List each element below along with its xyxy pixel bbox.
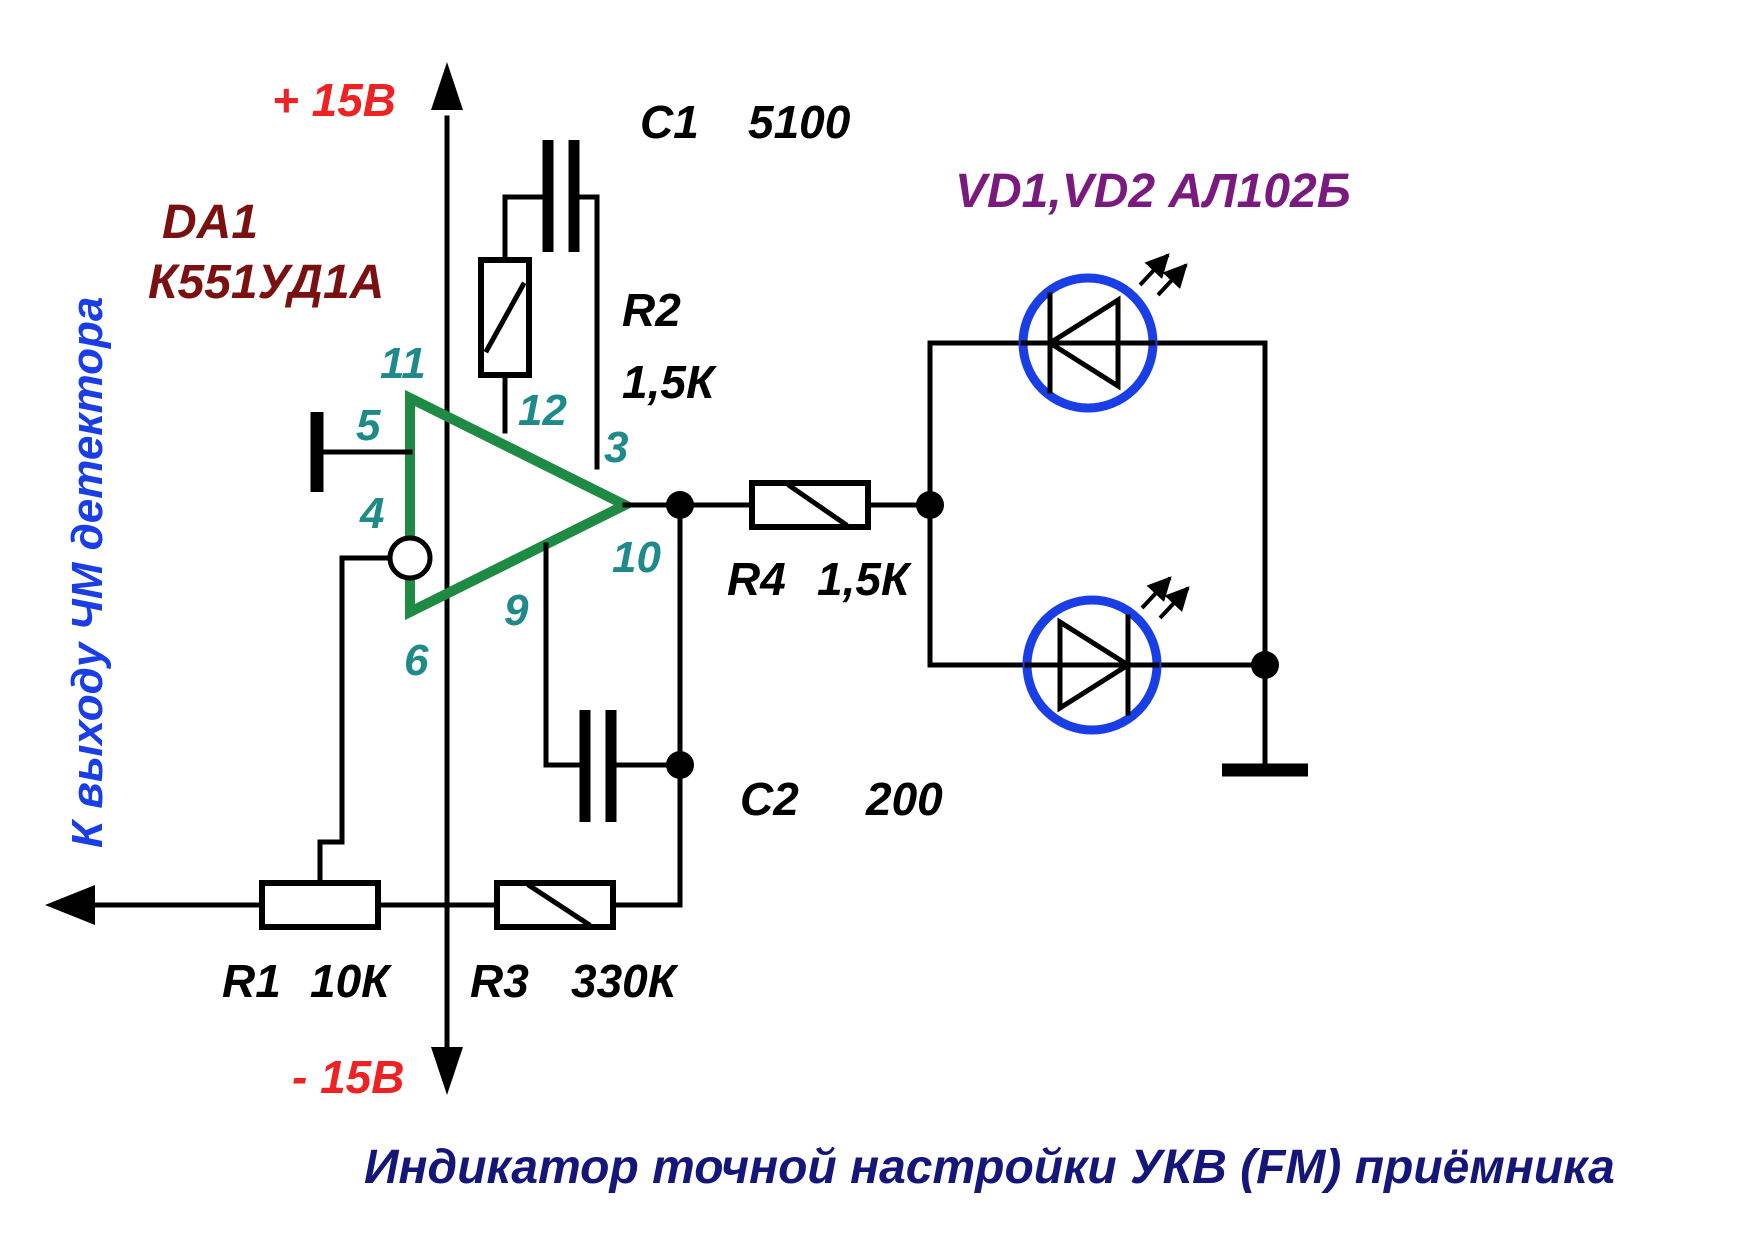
vd2-led-icon — [1022, 576, 1190, 735]
opamp-type: К551УД1А — [148, 256, 384, 309]
r1-ref: R1 — [222, 955, 281, 1007]
opamp-ref: DA1 — [162, 196, 258, 249]
pin-11: 11 — [380, 339, 426, 388]
r4-ref: R4 — [727, 553, 786, 605]
c1-capacitor-icon — [542, 140, 600, 252]
plus-supply-arrow-icon — [431, 62, 463, 110]
input-line — [45, 502, 683, 925]
r1-value: 10К — [310, 955, 392, 1007]
input-side-label: К выходу ЧМ детектора — [63, 297, 112, 848]
r2-value: 1,5К — [622, 356, 717, 408]
pin-12: 12 — [518, 386, 567, 435]
schematic-caption: Индикатор точной настройки УКВ (FM) приё… — [364, 1141, 1615, 1194]
c1-label: C1 5100 — [640, 96, 851, 148]
minus-supply-label: - 15В — [292, 1051, 404, 1103]
supply-rail — [431, 62, 463, 1095]
r3-ref: R3 — [470, 955, 529, 1007]
input-arrow-icon — [45, 885, 95, 925]
r1-label: R1 10К — [222, 955, 392, 1007]
c2-label: C2 200 — [740, 773, 943, 825]
c2-value: 200 — [865, 773, 943, 825]
pin-4: 4 — [359, 489, 384, 538]
r3-label: R3 330К — [470, 955, 679, 1007]
r4-resistor-icon — [677, 480, 933, 530]
r3-value: 330К — [571, 955, 679, 1007]
pin-6: 6 — [404, 636, 429, 685]
pin-3: 3 — [604, 423, 628, 472]
r4-label: R4 1,5К — [727, 553, 912, 605]
c2-capacitor-icon — [579, 710, 683, 822]
r2-resistor-icon — [478, 194, 546, 378]
r2-ref: R2 — [622, 284, 681, 336]
leds-label: VD1,VD2 АЛ102Б — [955, 165, 1351, 218]
minus-supply-arrow-icon — [431, 1047, 463, 1095]
c2-ref: C2 — [740, 773, 799, 825]
c1-ref: C1 — [640, 96, 699, 148]
junction-c2 — [666, 751, 694, 779]
r1-resistor-icon — [259, 555, 390, 930]
r3-resistor-icon — [494, 880, 616, 930]
pin-10: 10 — [612, 533, 661, 582]
junction-led-right — [1251, 651, 1279, 679]
pin-5: 5 — [356, 401, 381, 450]
r4-value: 1,5К — [817, 553, 912, 605]
c1-value: 5100 — [748, 96, 851, 148]
vd1-led-icon — [1018, 253, 1188, 413]
plus-supply-label: + 15В — [272, 74, 396, 126]
pin-9: 9 — [504, 586, 529, 635]
